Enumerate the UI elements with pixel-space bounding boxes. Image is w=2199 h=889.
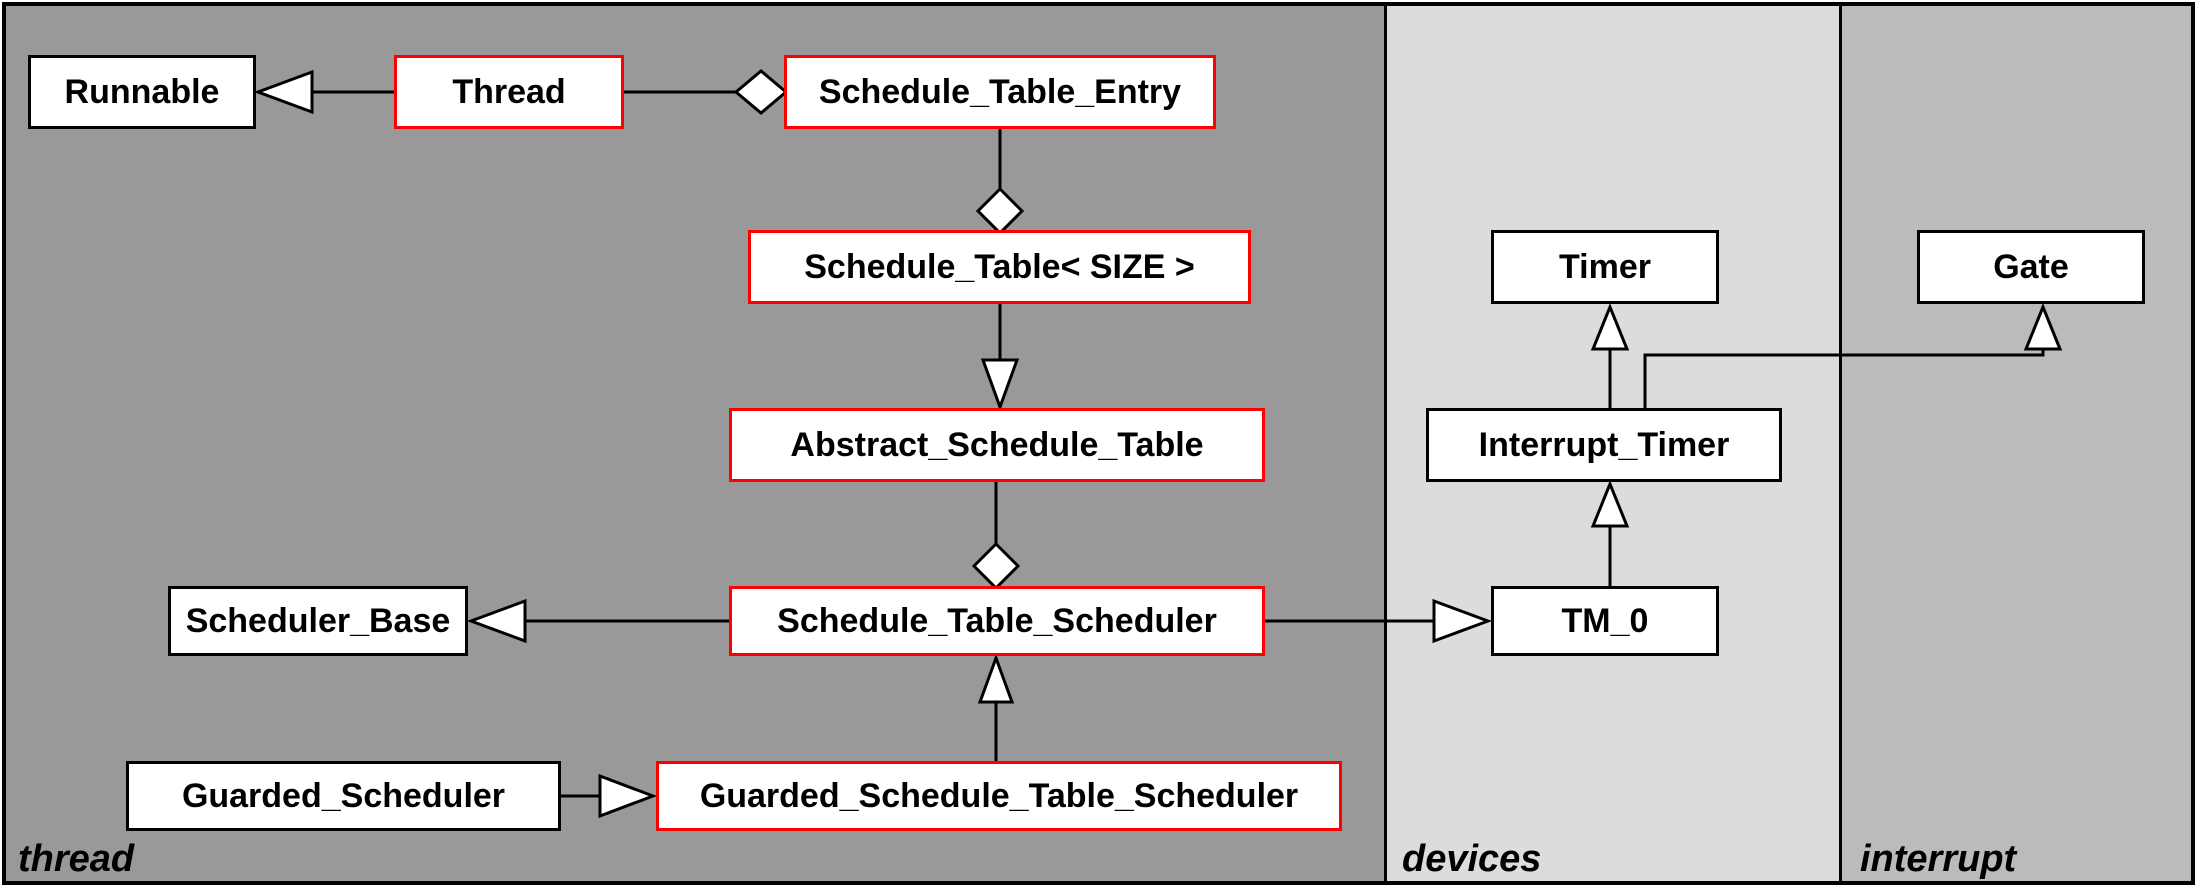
edge-interrupt-timer-to-timer (1590, 303, 1630, 408)
node-gate[interactable]: Gate (1917, 230, 2145, 304)
edge-abstract-to-scheduler (971, 482, 1021, 591)
edge-guarded-scheduler-to-guarded-sts (561, 773, 658, 819)
node-label: Schedule_Table_Entry (818, 72, 1182, 111)
edge-schedule-table-to-abstract (980, 304, 1020, 412)
region-label-devices: devices (1402, 838, 1542, 880)
node-label: Guarded_Scheduler (181, 776, 506, 815)
edge-entry-to-schedule-table (975, 129, 1025, 236)
edge-scheduler-to-tm0 (1265, 598, 1493, 644)
node-label: Guarded_Schedule_Table_Scheduler (699, 776, 1299, 815)
node-interrupt-timer[interactable]: Interrupt_Timer (1426, 408, 1782, 482)
node-schedule-table-entry[interactable]: Schedule_Table_Entry (784, 55, 1216, 129)
node-runnable[interactable]: Runnable (28, 55, 256, 129)
edge-thread-to-schedule-table-entry (624, 69, 789, 115)
node-timer[interactable]: Timer (1491, 230, 1719, 304)
node-schedule-table-size[interactable]: Schedule_Table< SIZE > (748, 230, 1251, 304)
node-label: Timer (1559, 247, 1651, 286)
region-label-interrupt: interrupt (1860, 838, 2017, 880)
region-label-thread: thread (18, 838, 135, 880)
region-interrupt (1842, 6, 2191, 881)
node-guarded-schedule-table-scheduler[interactable]: Guarded_Schedule_Table_Scheduler (656, 761, 1342, 831)
node-thread[interactable]: Thread (394, 55, 624, 129)
node-tm-0[interactable]: TM_0 (1491, 586, 1719, 656)
edge-interrupt-timer-to-gate (1643, 303, 2063, 408)
edge-tm0-to-interrupt-timer (1590, 480, 1630, 586)
edge-scheduler-to-scheduler-base (466, 598, 729, 644)
node-label: Thread (452, 72, 566, 111)
node-scheduler-base[interactable]: Scheduler_Base (168, 586, 468, 656)
node-schedule-table-scheduler[interactable]: Schedule_Table_Scheduler (729, 586, 1265, 656)
node-label: Interrupt_Timer (1478, 425, 1730, 464)
edge-guarded-sts-to-scheduler (977, 653, 1015, 761)
node-label: Runnable (64, 72, 220, 111)
node-label: TM_0 (1561, 601, 1649, 640)
node-abstract-schedule-table[interactable]: Abstract_Schedule_Table (729, 408, 1265, 482)
node-label: Schedule_Table< SIZE > (804, 247, 1195, 286)
node-label: Abstract_Schedule_Table (790, 425, 1204, 464)
node-label: Gate (1993, 247, 2069, 286)
node-guarded-scheduler[interactable]: Guarded_Scheduler (126, 761, 561, 831)
edge-thread-to-runnable (253, 69, 394, 115)
node-label: Schedule_Table_Scheduler (777, 601, 1217, 640)
node-label: Scheduler_Base (185, 601, 451, 640)
